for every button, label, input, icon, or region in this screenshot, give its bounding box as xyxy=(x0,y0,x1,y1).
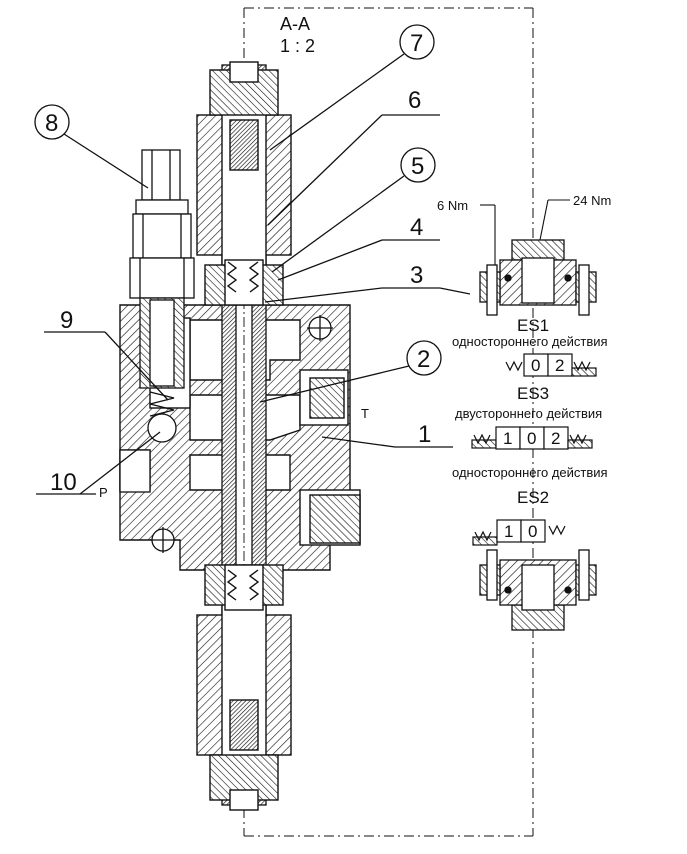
callout-4 xyxy=(277,239,440,281)
callout-3-number: 3 xyxy=(410,262,423,289)
callout-1 xyxy=(321,436,453,448)
variant-es3-caption: двустороннего действия xyxy=(455,406,602,421)
variant-es1-caption: одностороннего действия xyxy=(452,334,608,349)
es1-cell-2: 2 xyxy=(555,356,564,375)
section-scale: 1 : 2 xyxy=(280,36,315,56)
es3-cell-1: 1 xyxy=(503,429,512,448)
top-actuator xyxy=(196,61,292,306)
torque-small-label: 6 Nm xyxy=(437,198,468,213)
es3-cell-0: 0 xyxy=(527,429,536,448)
torque-large-label: 24 Nm xyxy=(573,193,611,208)
callout-2-number: 2 xyxy=(417,346,430,373)
port-p-label: P xyxy=(99,485,108,500)
callout-10 xyxy=(36,431,161,495)
callout-5 xyxy=(271,147,436,273)
callout-4-number: 4 xyxy=(410,214,423,241)
mounting-hole-top xyxy=(307,315,333,341)
callout-8-number: 8 xyxy=(45,110,58,137)
callout-6 xyxy=(267,114,440,226)
es1-symbol xyxy=(505,353,597,377)
es2-detail-view xyxy=(479,549,597,631)
section-name: A-A xyxy=(280,14,310,34)
callout-2 xyxy=(259,340,442,403)
es2-cell-1: 1 xyxy=(504,522,513,541)
variant-es2-caption: одностороннего действия xyxy=(452,465,608,480)
variant-es3-code: ES3 xyxy=(517,384,549,403)
callout-7-number: 7 xyxy=(410,30,423,57)
es2-symbol xyxy=(472,519,566,546)
variant-es2-code: ES2 xyxy=(517,488,549,507)
es2-cell-0: 0 xyxy=(528,522,537,541)
callout-8 xyxy=(34,104,149,189)
callout-3 xyxy=(264,287,471,303)
callout-9-number: 9 xyxy=(60,307,73,334)
es1-cell-0: 0 xyxy=(531,356,540,375)
callout-1-number: 1 xyxy=(418,421,431,448)
bottom-actuator xyxy=(196,564,292,811)
callout-7 xyxy=(269,24,435,151)
port-t-label: T xyxy=(361,406,369,421)
mounting-hole-bottom xyxy=(150,527,176,553)
callout-9 xyxy=(44,331,169,401)
relief-valve-cartridge xyxy=(129,149,195,443)
callout-10-number: 10 xyxy=(50,469,77,496)
callout-6-number: 6 xyxy=(408,87,421,114)
port-p-opening xyxy=(119,449,151,493)
es3-symbol xyxy=(471,426,593,450)
torque-leaders xyxy=(480,199,570,275)
es1-detail-view xyxy=(479,239,597,316)
callout-5-number: 5 xyxy=(411,153,424,180)
variant-es1-code: ES1 xyxy=(517,316,549,335)
es3-cell-2: 2 xyxy=(551,429,560,448)
